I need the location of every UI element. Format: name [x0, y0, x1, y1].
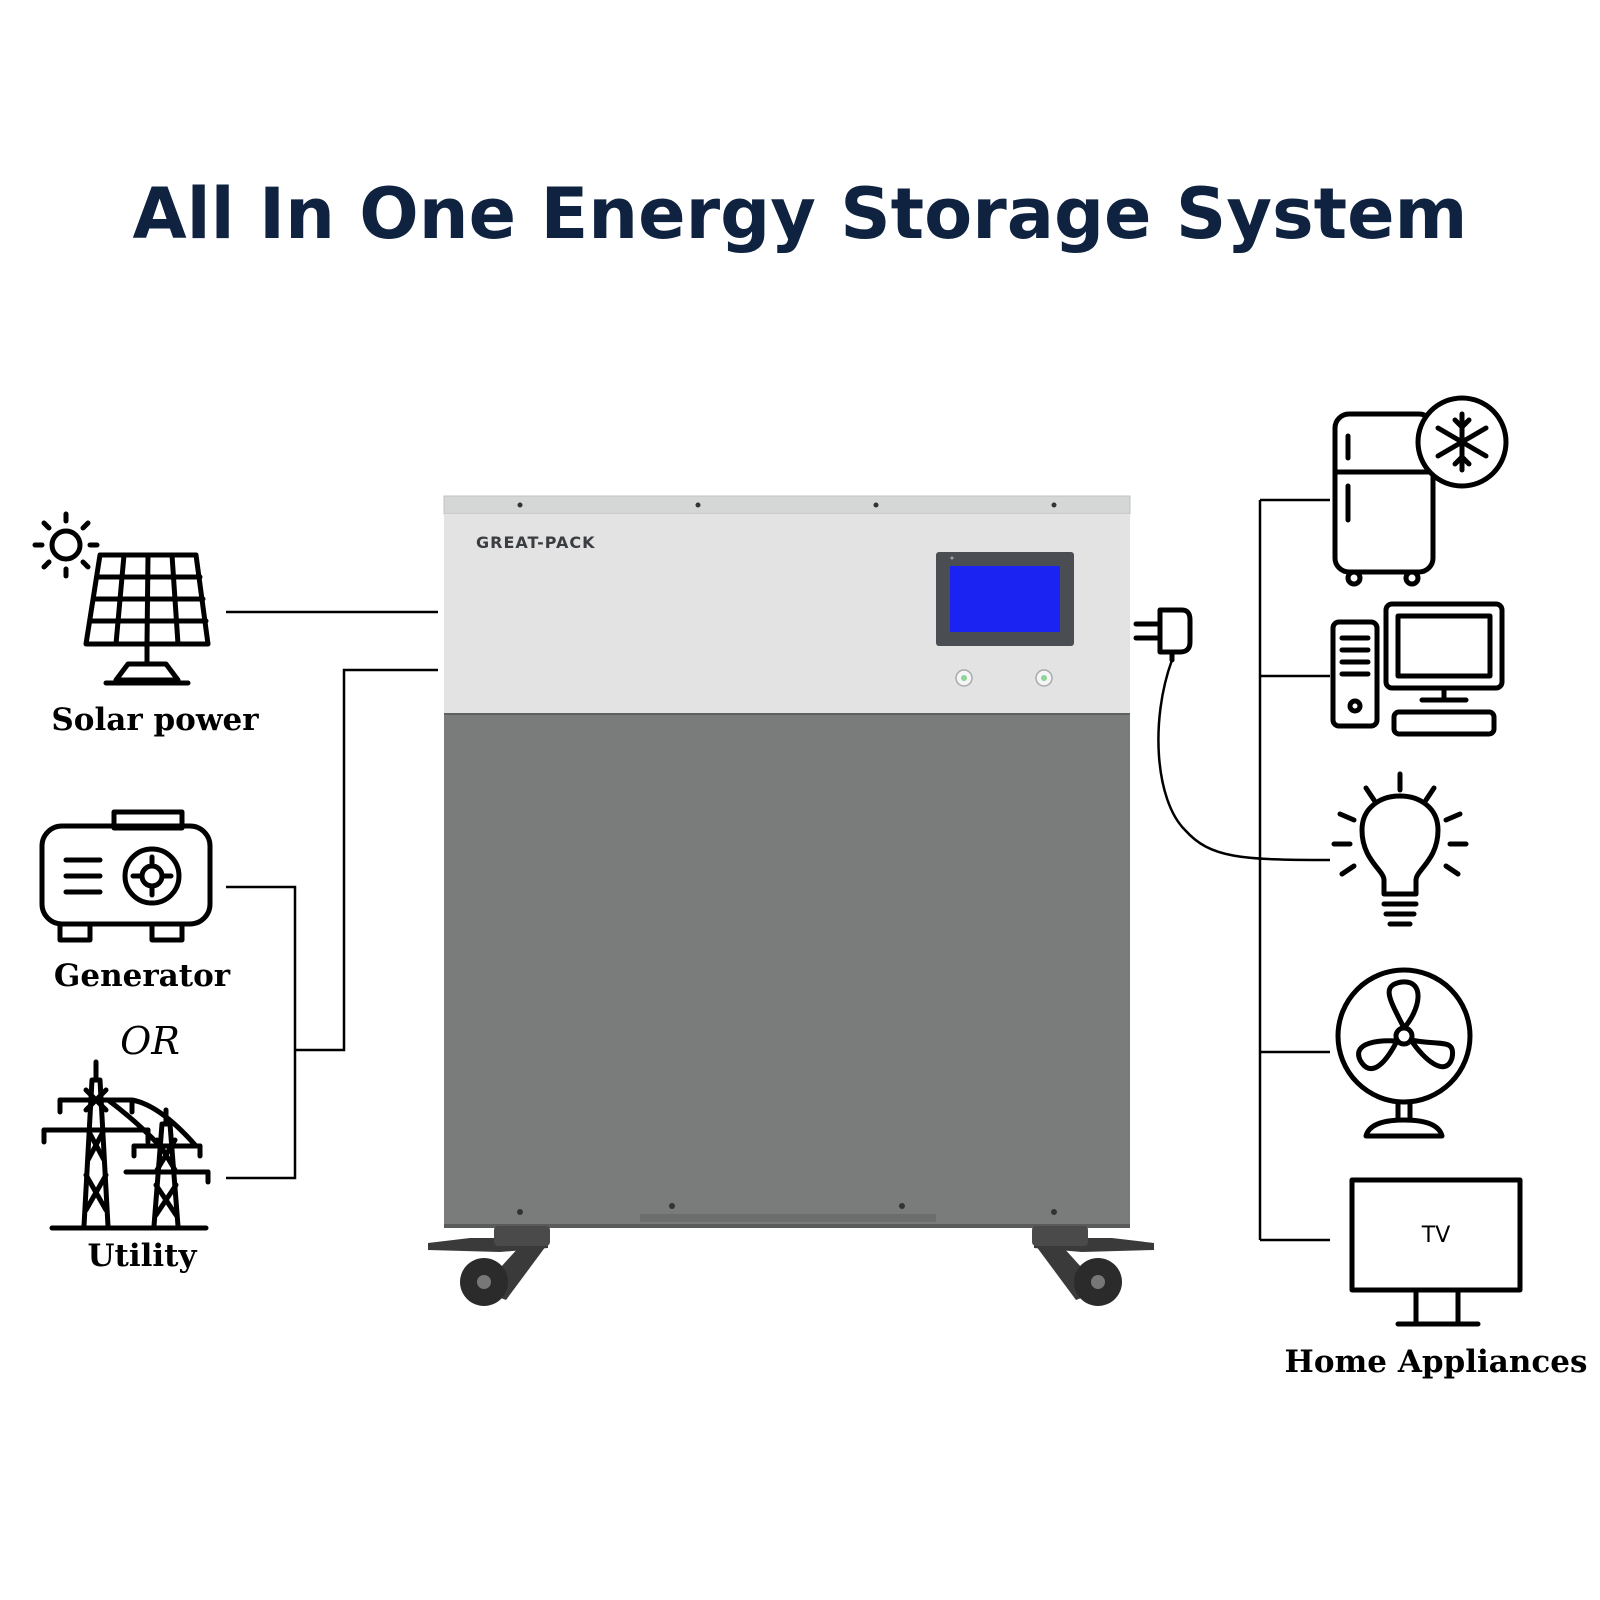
power-button[interactable] [955, 669, 973, 687]
brand-logo: GREAT-PACK [476, 533, 596, 552]
computer-appliance [1330, 601, 1505, 737]
output-wiring [1157, 498, 1331, 1242]
lcd-display [936, 552, 1074, 646]
or-label: OR [120, 1019, 180, 1063]
tv-appliance: TV [1349, 1177, 1523, 1327]
sun-icon [32, 511, 100, 579]
light-bulb-appliance [1331, 771, 1469, 927]
solar-source: Solar power [32, 511, 259, 738]
page-title: All In One Energy Storage System [133, 173, 1468, 255]
home-appliances-label: Home Appliances [1285, 1344, 1588, 1380]
solar-panel-icon [83, 552, 211, 686]
generator-icon [39, 809, 213, 943]
refrigerator-appliance [1332, 395, 1509, 587]
left-caster-wheel [428, 1226, 550, 1306]
light-bulb-icon [1331, 771, 1469, 927]
utility-source: Utility [41, 1059, 211, 1274]
input-wiring [226, 610, 438, 1180]
mode-button[interactable] [1035, 669, 1053, 687]
desktop-computer-icon [1330, 601, 1505, 737]
generator-source: Generator [39, 809, 231, 994]
unit-lid [443, 495, 1131, 515]
refrigerator-icon [1332, 411, 1436, 587]
tv-icon [1349, 1177, 1523, 1327]
fan-appliance [1335, 967, 1473, 1139]
battery-cabinet [444, 714, 1130, 1224]
generator-label: Generator [54, 958, 231, 994]
utility-label: Utility [87, 1238, 197, 1274]
energy-storage-unit: GREAT-PACK [428, 495, 1154, 1306]
transmission-tower-icon [41, 1059, 211, 1231]
solar-label: Solar power [51, 702, 259, 738]
fan-icon [1335, 967, 1473, 1139]
tv-screen-text: TV [1421, 1223, 1451, 1248]
snowflake-icon [1415, 395, 1509, 489]
right-caster-wheel [1032, 1226, 1154, 1306]
plug-icon [1133, 607, 1193, 663]
